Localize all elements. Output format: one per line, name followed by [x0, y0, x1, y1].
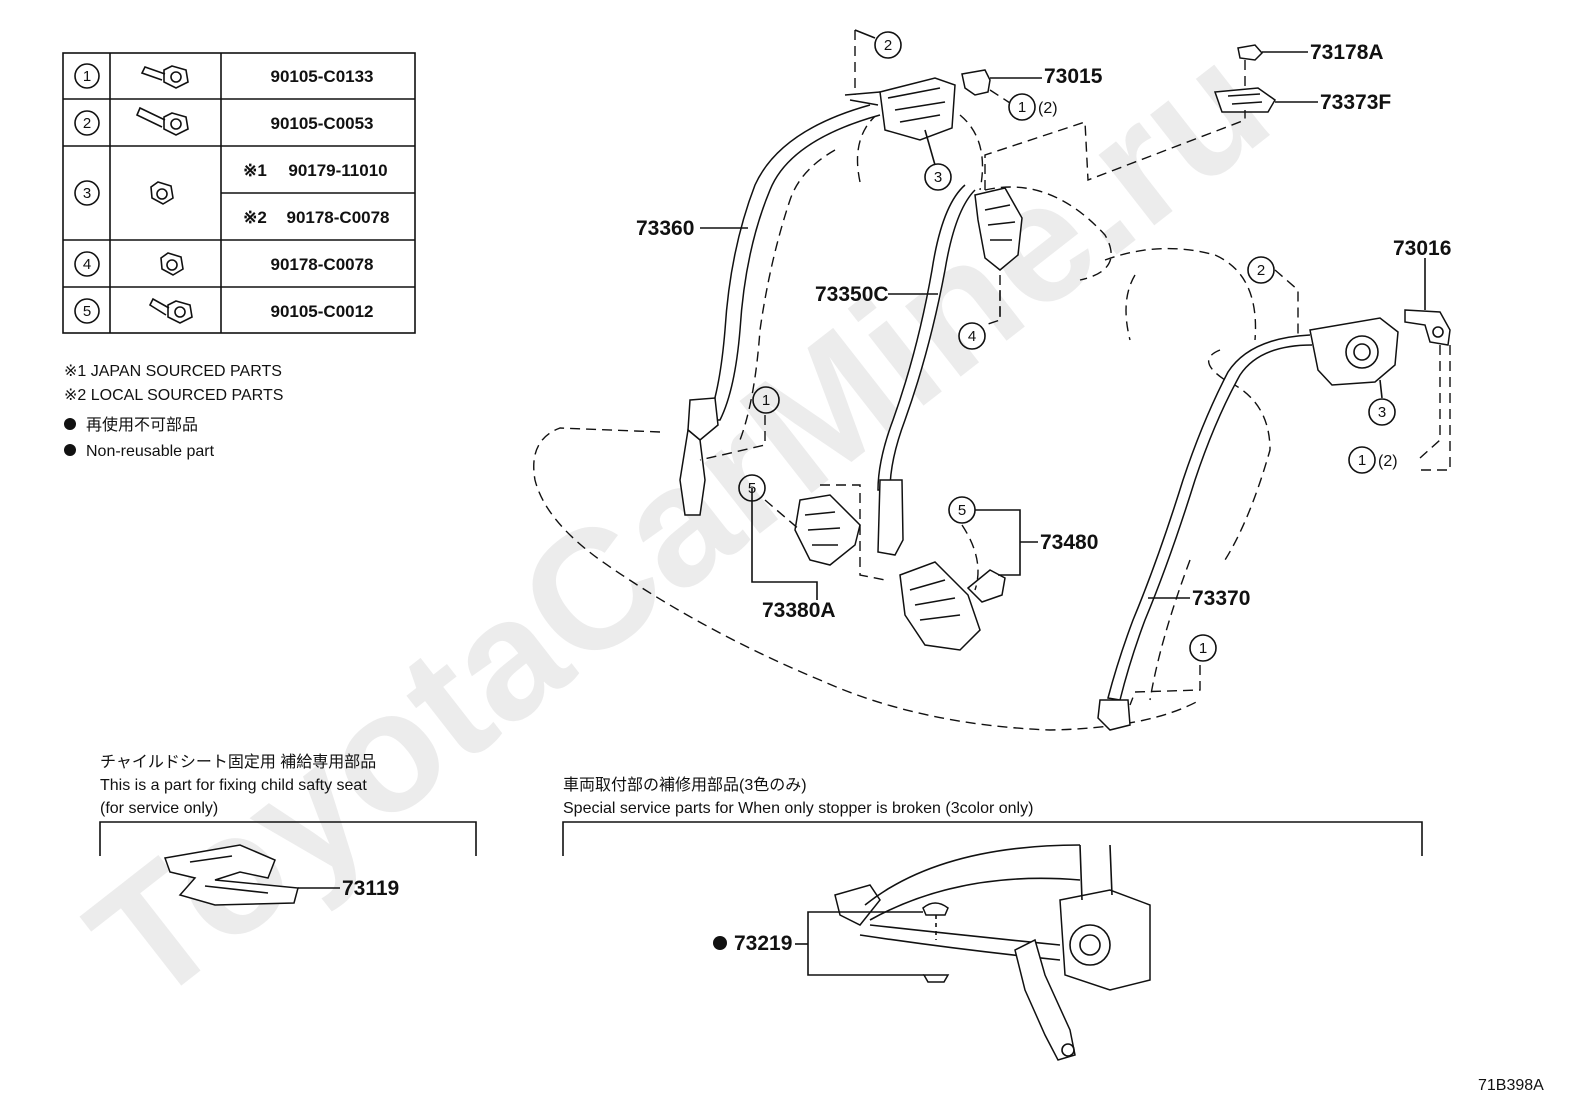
- plate-73373F: [1213, 87, 1276, 113]
- retractor-73370: [1097, 317, 1399, 731]
- table-row: 5 90105-C0012: [74, 297, 374, 324]
- svg-text:3: 3: [934, 169, 942, 186]
- svg-text:2: 2: [1257, 262, 1265, 279]
- buckle-73480: [899, 561, 1006, 651]
- svg-text:(for service only): (for service only): [100, 800, 218, 817]
- svg-text:90105-C0133: 90105-C0133: [270, 67, 373, 86]
- svg-text:4: 4: [83, 256, 91, 273]
- svg-text:Special service parts for When: Special service parts for When only stop…: [563, 800, 1033, 817]
- svg-text:90179-11010: 90179-11010: [288, 161, 387, 180]
- svg-text:73178A: 73178A: [1310, 41, 1384, 64]
- svg-text:73480: 73480: [1040, 531, 1098, 554]
- leader-lines: [699, 29, 1451, 706]
- flange-nut-icon: [160, 252, 184, 276]
- svg-text:3: 3: [1378, 404, 1386, 421]
- svg-text:再使用不可部品: 再使用不可部品: [86, 416, 198, 434]
- svg-text:(2): (2): [1038, 100, 1058, 117]
- svg-text:This is a part for fixing chil: This is a part for fixing child safty se…: [100, 777, 367, 794]
- svg-text:73119: 73119: [342, 877, 399, 900]
- fastener-table: 1 90105-C0133 2 90105-C0053 3: [62, 52, 416, 334]
- retractor-73360: [679, 77, 956, 516]
- svg-text:90105-C0012: 90105-C0012: [270, 302, 373, 321]
- svg-text:73373F: 73373F: [1320, 91, 1391, 114]
- diagram-code: 71B398A: [1478, 1077, 1544, 1094]
- svg-text:チャイルドシート固定用 補給専用部品: チャイルドシート固定用 補給専用部品: [100, 753, 376, 771]
- buckle-73380A: [794, 494, 861, 566]
- svg-text:3: 3: [83, 185, 91, 202]
- anchor-73015: [961, 69, 991, 96]
- svg-text:5: 5: [748, 480, 756, 497]
- table-row: 1 90105-C0133: [74, 63, 374, 89]
- cover-73178A: [1237, 44, 1264, 61]
- svg-text:※2 LOCAL SOURCED PARTS: ※2 LOCAL SOURCED PARTS: [64, 387, 283, 404]
- table-row: 3 ※1 90179-11010 ※2 90178-C0078: [74, 161, 390, 227]
- stopper-assembly: [834, 844, 1151, 1061]
- svg-text:4: 4: [968, 328, 976, 345]
- child-seat-section: チャイルドシート固定用 補給専用部品 This is a part for fi…: [99, 753, 477, 906]
- table-row: 4 90178-C0078: [74, 251, 374, 277]
- svg-text:※1 JAPAN SOURCED PARTS: ※1 JAPAN SOURCED PARTS: [64, 363, 282, 380]
- part-labels: 73015 73178A 73373F 73016 73360 73350C 7…: [636, 41, 1451, 622]
- svg-text:5: 5: [958, 502, 966, 519]
- svg-text:90105-C0053: 90105-C0053: [270, 114, 373, 133]
- stopper-button-73219: [922, 902, 950, 983]
- svg-text:車両取付部の補修用部品(3色のみ): 車両取付部の補修用部品(3色のみ): [563, 776, 807, 794]
- bracket-73016: [1404, 309, 1451, 346]
- bolt-flange-icon: [140, 65, 189, 89]
- special-section: 車両取付部の補修用部品(3色のみ) Special service parts …: [562, 776, 1423, 1061]
- table-row: 2 90105-C0053: [74, 106, 374, 136]
- nut-icon: [150, 181, 174, 205]
- svg-text:1: 1: [83, 68, 91, 85]
- svg-text:73350C: 73350C: [815, 283, 889, 306]
- svg-text:73015: 73015: [1044, 65, 1103, 88]
- notes: ※1 JAPAN SOURCED PARTS ※2 LOCAL SOURCED …: [64, 363, 283, 460]
- bolt-short-icon: [148, 297, 193, 324]
- bullet-icon: [64, 418, 76, 430]
- svg-text:(2): (2): [1378, 453, 1398, 470]
- svg-text:2: 2: [83, 115, 91, 132]
- nonreusable-bullet-icon: [713, 936, 727, 950]
- bullet-icon: [64, 444, 76, 456]
- svg-text:2: 2: [884, 37, 892, 54]
- seat-outline: [533, 111, 1271, 731]
- svg-text:1: 1: [1018, 99, 1026, 116]
- svg-text:※2: ※2: [243, 208, 267, 227]
- svg-text:73016: 73016: [1393, 237, 1451, 260]
- svg-text:5: 5: [83, 303, 91, 320]
- svg-text:Non-reusable part: Non-reusable part: [86, 443, 215, 460]
- svg-text:73370: 73370: [1192, 587, 1250, 610]
- svg-text:73219: 73219: [734, 932, 792, 955]
- svg-text:90178-C0078: 90178-C0078: [270, 255, 373, 274]
- svg-text:1: 1: [1199, 640, 1207, 657]
- circle-callouts: 2 1 (2) 3 4 1 5 5 2 3 1 (2) 1: [738, 31, 1398, 662]
- svg-text:1: 1: [1358, 452, 1366, 469]
- svg-text:73360: 73360: [636, 217, 694, 240]
- svg-text:90178-C0078: 90178-C0078: [286, 208, 389, 227]
- svg-text:73380A: 73380A: [762, 599, 836, 622]
- bolt-long-icon: [135, 106, 189, 136]
- svg-text:※1: ※1: [243, 161, 267, 180]
- belt-73350C: [877, 184, 1023, 556]
- svg-text:1: 1: [762, 392, 770, 409]
